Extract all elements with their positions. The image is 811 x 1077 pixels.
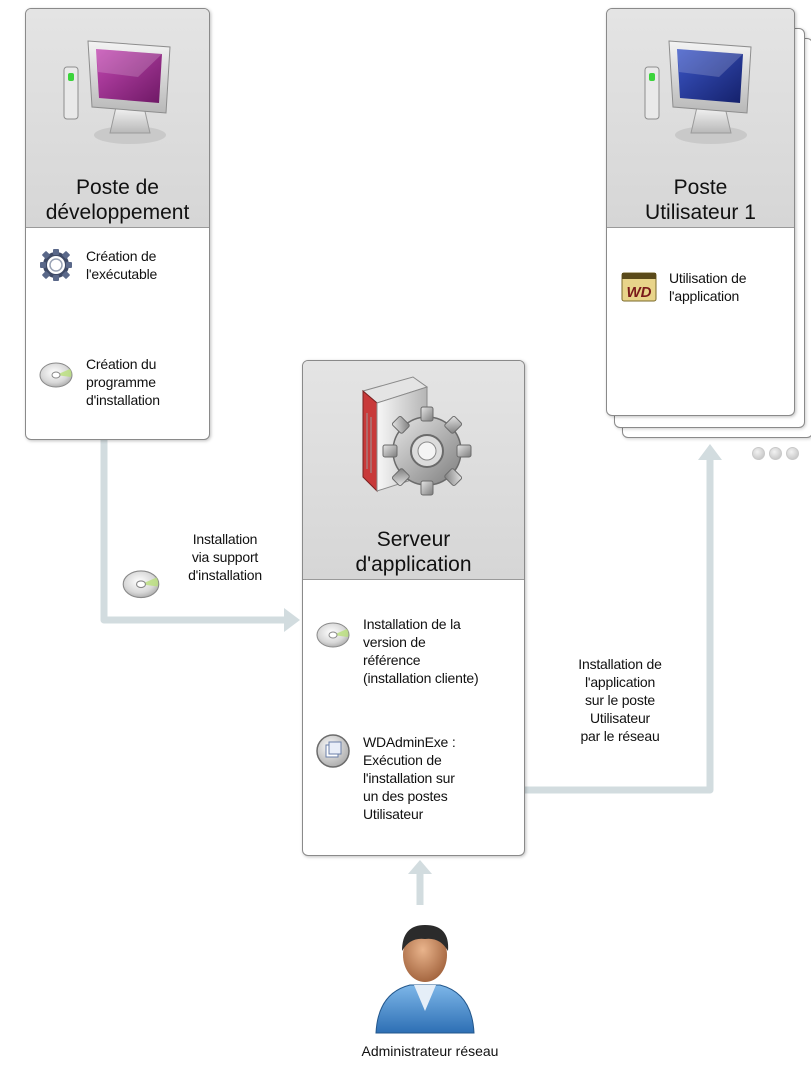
text-line: Création de — [86, 248, 157, 264]
text-line: l'application — [584, 674, 656, 690]
text-line: sur le poste — [585, 692, 655, 708]
text-line: par le réseau — [580, 728, 660, 744]
text-line: l'application — [669, 288, 740, 304]
dot — [786, 447, 799, 460]
text-line: l'exécutable — [86, 266, 158, 282]
user-station-card: Poste Utilisateur 1 WD Utilisation de l'… — [606, 8, 795, 416]
text-line: Utilisateur — [589, 710, 651, 726]
server-card: Serveur d'application Installation de la… — [302, 360, 525, 856]
text-line: Installation de — [578, 656, 662, 672]
dev-station-card: Poste de développement Création de l'ex — [25, 8, 210, 440]
network-install-note: Installation de l'application sur le pos… — [550, 655, 690, 745]
monitor-icon — [644, 40, 752, 144]
text-line: WDAdminExe : — [363, 734, 456, 750]
cd-icon — [39, 362, 73, 388]
cd-icon — [316, 622, 350, 648]
text-line: référence — [363, 652, 421, 668]
text-line: d'installation — [86, 392, 160, 408]
server-header: Serveur d'application — [303, 361, 524, 580]
text-line: Création du — [86, 356, 157, 372]
arrow-server-to-user — [525, 458, 714, 794]
step-use-application: WD Utilisation de l'application — [621, 269, 747, 305]
step-use-application-text: Utilisation de l'application — [669, 269, 747, 305]
dev-station-title-line-2: développement — [45, 201, 190, 224]
text-line: un des postes — [363, 788, 448, 804]
server-title-line-2: d'application — [355, 553, 472, 576]
gears-icon — [40, 249, 72, 281]
user-station-header: Poste Utilisateur 1 — [607, 9, 794, 228]
step-create-installer-text: Création du programme d'installation — [86, 355, 160, 409]
text-line: Exécution de — [363, 752, 442, 768]
text-line: programme — [86, 374, 156, 390]
step-create-installer: Création du programme d'installation — [38, 355, 160, 409]
dot — [769, 447, 782, 460]
windev-logo-text: WD — [627, 284, 652, 301]
step-create-executable-text: Création de l'exécutable — [86, 247, 157, 283]
user-station-title: Poste Utilisateur 1 — [607, 175, 794, 225]
text-line: Installation — [192, 531, 258, 547]
server-title-line-1: Serveur — [376, 528, 451, 551]
user-station-title-line-1: Poste — [673, 176, 728, 199]
server-gear-icon — [361, 376, 472, 496]
server-title: Serveur d'application — [303, 527, 524, 577]
arrow-dev-to-server — [100, 440, 290, 624]
user-station-title-line-2: Utilisateur 1 — [645, 201, 756, 224]
step-wdadminexe: WDAdminExe : Exécution de l'installation… — [315, 733, 456, 823]
step-wdadminexe-text: WDAdminExe : Exécution de l'installation… — [363, 733, 456, 823]
dev-station-title-line-1: Poste de — [76, 176, 159, 199]
text-line: Installation de la — [363, 616, 461, 632]
dot — [752, 447, 765, 460]
text-line: version de — [363, 634, 426, 650]
text-line: (installation cliente) — [363, 670, 479, 686]
text-line: Utilisateur — [363, 806, 424, 822]
text-line: via support — [191, 549, 259, 565]
step-reference-install-text: Installation de la version de référence … — [363, 615, 479, 687]
text-line: Utilisation de — [669, 270, 747, 286]
dev-station-header: Poste de développement — [26, 9, 209, 228]
dev-station-title: Poste de développement — [26, 175, 209, 225]
cd-icon — [122, 570, 160, 599]
admin-user-icon — [375, 925, 475, 1034]
text-line: d'installation — [188, 567, 262, 583]
wdadminexe-icon — [316, 734, 350, 768]
step-reference-install: Installation de la version de référence … — [315, 615, 479, 687]
more-stations-dots — [752, 447, 799, 460]
install-media-note: Installation via support d'installation — [160, 530, 290, 584]
step-create-executable: Création de l'exécutable — [38, 247, 157, 283]
admin-label: Administrateur réseau — [361, 1043, 499, 1059]
windev-logo-icon: WD — [621, 272, 657, 302]
monitor-icon — [63, 40, 171, 144]
text-line: l'installation sur — [363, 770, 455, 786]
